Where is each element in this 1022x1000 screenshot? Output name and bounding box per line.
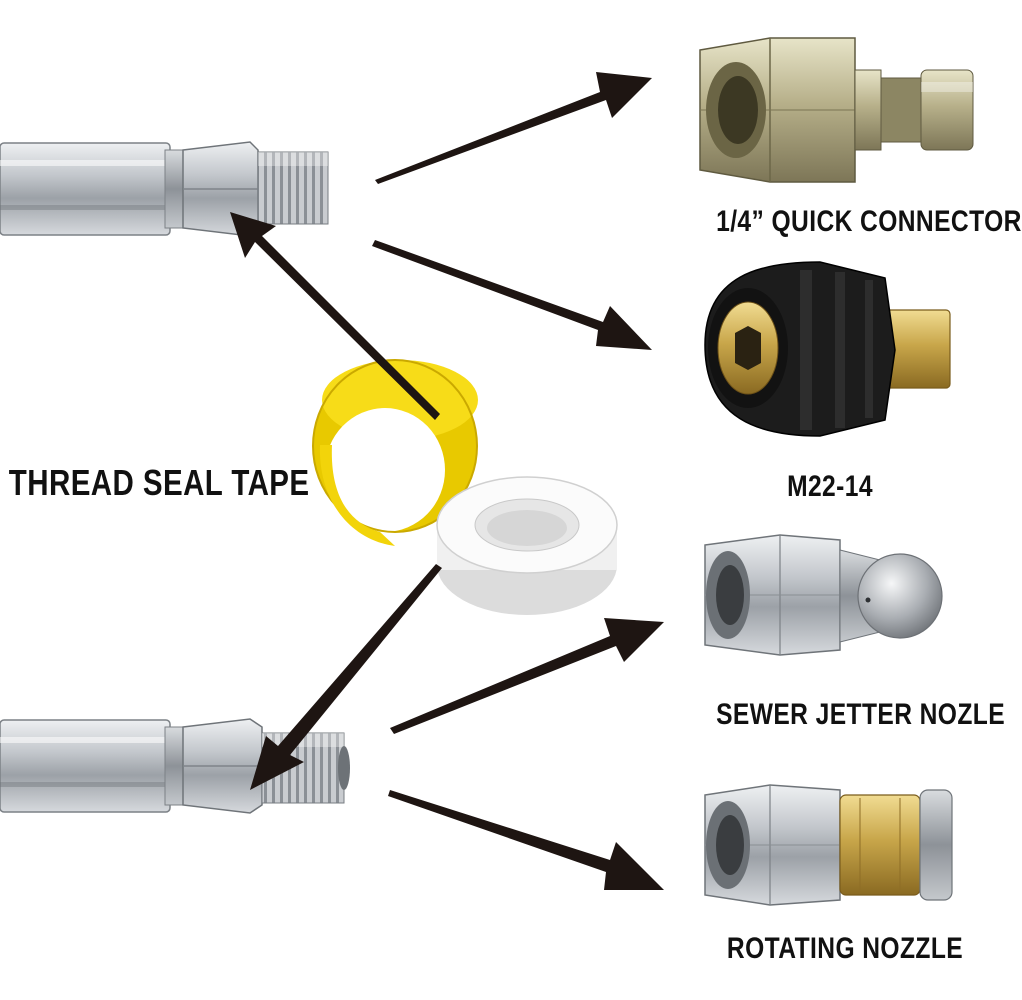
arrows — [230, 72, 664, 890]
hose-fitting-top — [0, 141, 329, 237]
quick-connector — [699, 37, 974, 183]
arrow-to-quick-connector — [375, 72, 652, 184]
yellow-tape-ring — [312, 359, 478, 546]
arrow-to-rotating-nozzle — [388, 790, 664, 890]
label-sewer-nozzle: SEWER JETTER NOZLE — [716, 698, 1006, 731]
label-thread-seal-tape: THREAD SEAL TAPE — [8, 462, 310, 503]
arrow-to-sewer-nozzle — [390, 618, 664, 734]
arrow-to-m22 — [372, 240, 652, 350]
arrow-tape-to-bottom-fitting — [250, 564, 442, 790]
label-m22: M22-14 — [787, 470, 873, 503]
label-rotating-nozzle: ROTATING NOZZLE — [726, 932, 964, 965]
rotating-nozzle — [704, 784, 953, 906]
illustration — [0, 37, 974, 906]
m22-coupler — [704, 261, 951, 437]
sewer-jetter-nozzle — [704, 534, 943, 656]
arrow-tape-to-top-fitting — [230, 212, 440, 420]
label-quick-connector: 1/4” QUICK CONNECTOR — [716, 205, 1022, 238]
diagram-canvas: 1/4” QUICK CONNECTOR M22-14 SEWER JETTER… — [0, 37, 1022, 965]
white-tape-roll — [436, 476, 618, 615]
